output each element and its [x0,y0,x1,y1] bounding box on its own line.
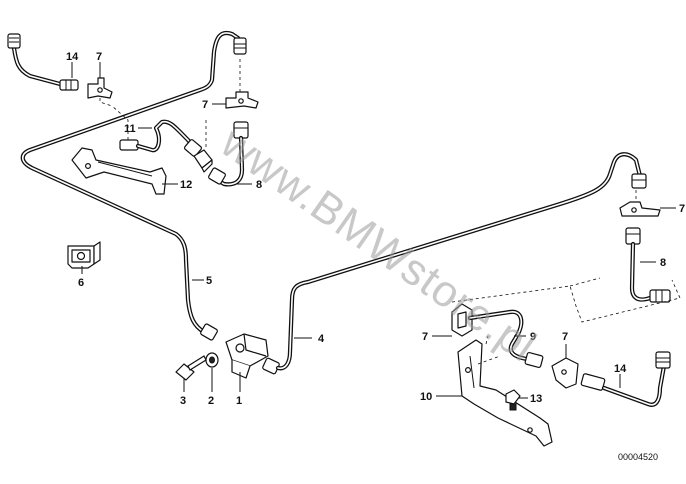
part-8-middle-hose [208,121,249,187]
part-6-clip [67,241,101,269]
callout-2: 2 [208,395,214,407]
part-4-pipe [262,152,647,375]
part-7-block-middle [193,149,213,173]
callout-1: 1 [236,395,242,407]
watermark: www.BMWstore.pl [211,117,545,371]
callout-9: 9 [530,331,536,343]
callout-7-top-middle: 7 [202,99,208,111]
callout-7-lower-middle: 7 [422,331,428,343]
part-7-clip-top-middle [225,91,259,109]
dash-frame-right-2 [569,277,601,287]
part-7-clip-lower-middle [451,303,473,337]
dash-7a-to-main [99,98,113,107]
callout-4: 4 [318,333,325,345]
dash-11 [111,105,129,140]
callout-7-lower-right: 7 [562,331,568,343]
callout-13: 13 [530,393,542,405]
part-14-right-hose [580,351,671,407]
callout-6: 6 [78,277,84,289]
callout-5: 5 [206,275,212,287]
part-3-bolt [175,355,207,381]
part-7-clip-lower-right [551,357,579,389]
part-14-left-hose [7,33,79,91]
part-13-bolt [505,389,521,411]
callout-8-middle: 8 [256,179,262,191]
callout-11: 11 [124,123,136,135]
callout-7-right-top: 7 [679,203,685,215]
part-10-bracket [457,339,553,447]
callout-14-left: 14 [66,51,79,63]
dash-10 [477,335,501,365]
part-5-main-pipe [20,30,247,341]
part-12-bracket [71,147,167,195]
part-9-pipe [467,309,544,369]
callout-12: 12 [180,179,192,191]
callout-7-top-left: 7 [96,51,102,63]
diagram-id: 00004520 [618,452,658,462]
part-8-right-hose [625,227,671,303]
callout-14-right: 14 [614,363,627,375]
callout-3: 3 [180,395,186,407]
callout-8-right: 8 [660,257,666,269]
part-7-clip-top-left [87,77,113,99]
part-7-clip-right-top [619,201,661,217]
part-1-junction [225,333,269,379]
callout-10: 10 [420,391,432,403]
part-2-washer [205,352,219,368]
part-11-connector-pipe [119,119,203,157]
